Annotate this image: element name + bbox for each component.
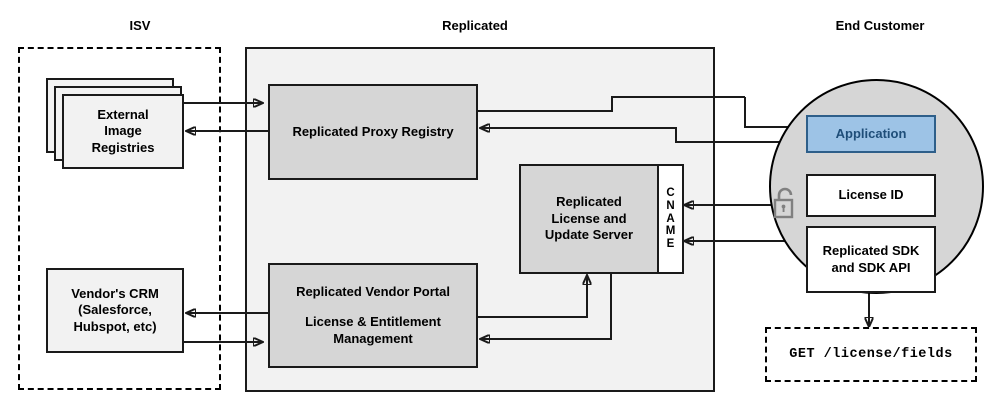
isv-boundary — [18, 47, 221, 390]
vendor-portal-line-3: Management — [333, 330, 413, 346]
cname-letter-c: C — [666, 186, 675, 199]
api-call-label: GET /license/fields — [789, 347, 953, 362]
vendor-portal-title: Replicated Vendor Portal — [296, 283, 450, 299]
zone-title-isv: ISV — [129, 18, 151, 33]
external-image-registries-line-1: External — [97, 106, 149, 122]
cname-letter-n: N — [666, 199, 675, 212]
node-application[interactable]: Application — [806, 115, 936, 153]
api-call-box[interactable]: GET /license/fields — [765, 327, 977, 382]
replicated-sdk-line-2: and SDK API — [831, 259, 911, 275]
unlocked-padlock-icon — [770, 185, 800, 221]
vendor-portal-line-2: License & Entitlement — [305, 314, 441, 330]
node-replicated-sdk[interactable]: Replicated SDK and SDK API — [806, 226, 936, 293]
node-replicated-proxy-registry[interactable]: Replicated Proxy Registry — [268, 84, 478, 180]
cname-letter-m: M — [665, 225, 676, 238]
vendors-crm-line-2: (Salesforce, — [78, 302, 152, 318]
wire-customer-to-proxy — [480, 128, 806, 143]
license-server-line-3: Update Server — [544, 227, 634, 243]
node-replicated-license-update-server[interactable]: Replicated License and Update Server — [519, 164, 659, 274]
wire-vendorportal-to-license-server — [478, 275, 587, 318]
license-id-label: License ID — [838, 187, 904, 203]
proxy-registry-label: Replicated Proxy Registry — [292, 123, 454, 139]
application-label: Application — [835, 125, 907, 141]
node-external-image-registries[interactable]: External Image Registries — [62, 94, 184, 169]
wire-proxy-to-app-seg — [478, 96, 745, 112]
cname-letter-a: A — [666, 212, 675, 225]
cname-letter-e: E — [666, 238, 675, 251]
external-image-registries-line-2: Image — [104, 123, 142, 139]
node-replicated-vendor-portal[interactable]: Replicated Vendor Portal License & Entit… — [268, 263, 478, 368]
node-license-id[interactable]: License ID — [806, 174, 936, 217]
vendors-crm-line-1: Vendor's CRM — [71, 285, 159, 301]
license-server-line-1: Replicated — [556, 194, 622, 210]
node-cname[interactable]: C N A M E — [657, 164, 684, 274]
replicated-sdk-line-1: Replicated SDK — [822, 242, 920, 258]
external-image-registries-line-3: Registries — [91, 139, 155, 155]
license-server-line-2: License and — [551, 210, 627, 226]
zone-title-replicated: Replicated — [442, 18, 508, 33]
vendors-crm-line-3: Hubspot, etc) — [73, 318, 157, 334]
zone-title-end-customer: End Customer — [835, 18, 925, 33]
wire-license-server-to-vendorportal — [480, 273, 612, 339]
node-vendors-crm[interactable]: Vendor's CRM (Salesforce, Hubspot, etc) — [46, 268, 184, 353]
